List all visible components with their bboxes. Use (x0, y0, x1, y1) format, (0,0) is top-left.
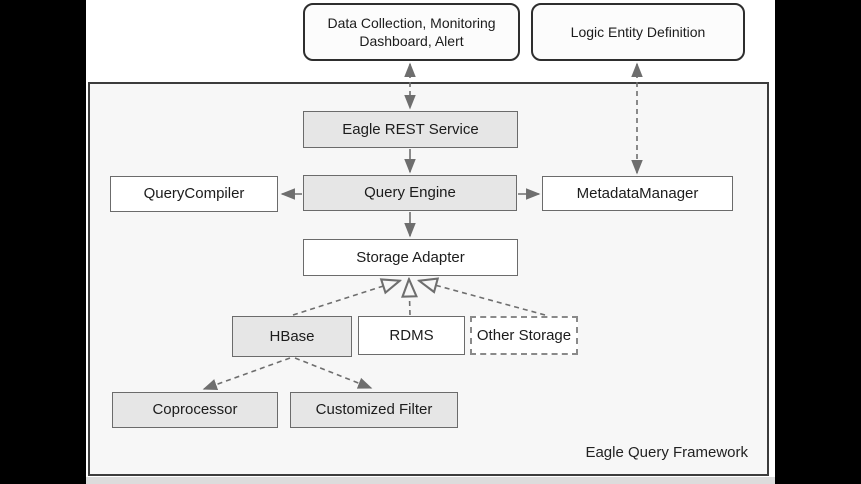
canvas-bottom-strip (86, 477, 775, 484)
node-rdms: RDMS (358, 316, 465, 355)
node-eagle-rest-service: Eagle REST Service (303, 111, 518, 148)
node-customized-filter: Customized Filter (290, 392, 458, 428)
node-hbase: HBase (232, 316, 352, 357)
node-data-collection: Data Collection, Monitoring Dashboard, A… (303, 3, 520, 61)
node-logic-entity-definition: Logic Entity Definition (531, 3, 745, 61)
node-query-compiler: QueryCompiler (110, 176, 278, 212)
node-other-storage: Other Storage (470, 316, 578, 355)
node-query-engine: Query Engine (303, 175, 517, 211)
node-storage-adapter: Storage Adapter (303, 239, 518, 276)
letterbox-left (0, 0, 86, 484)
node-coprocessor: Coprocessor (112, 392, 278, 428)
letterbox-right (775, 0, 861, 484)
node-metadata-manager: MetadataManager (542, 176, 733, 211)
framework-title-label: Eagle Query Framework (585, 444, 748, 461)
